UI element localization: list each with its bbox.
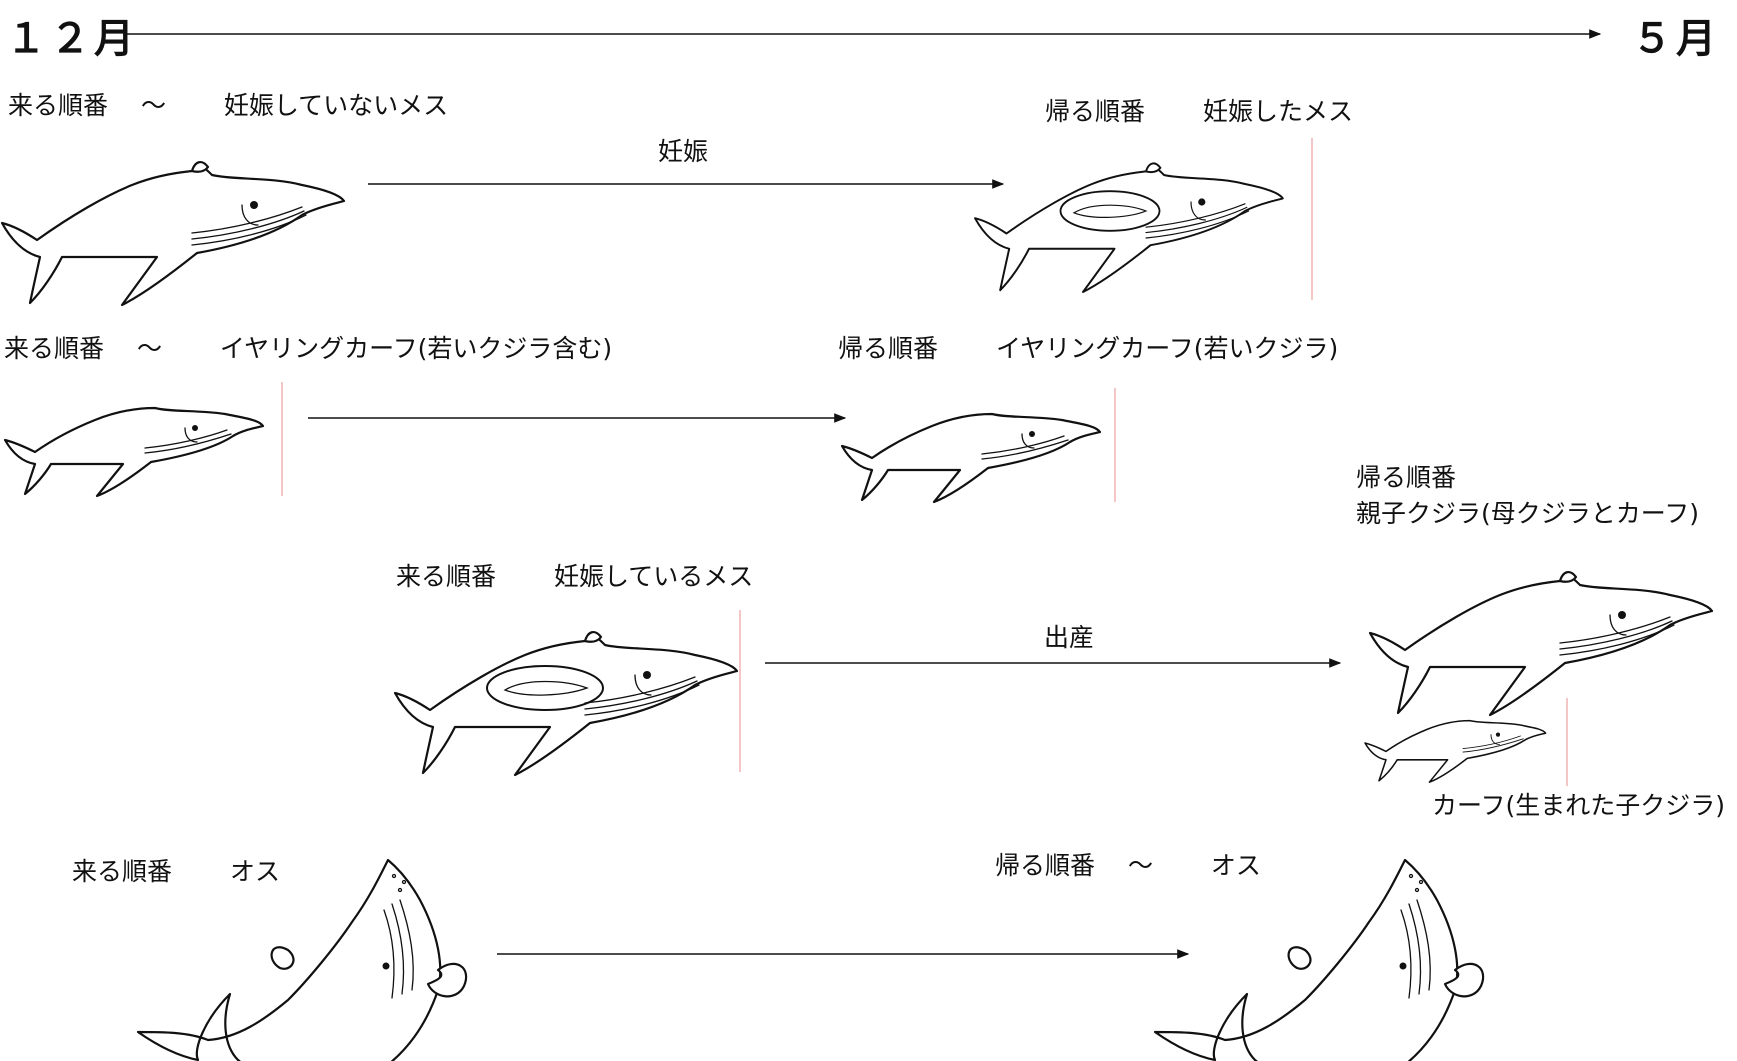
pregnant-female-whale-leaving xyxy=(974,162,1284,293)
timeline-end-label: ５月 xyxy=(1632,16,1720,62)
calf-whale xyxy=(1364,719,1547,783)
calf-label: カーフ(生まれた子クジラ) xyxy=(1432,791,1726,820)
male-whale-leaving xyxy=(1153,858,1485,1061)
yearling-whale-arriving xyxy=(3,406,265,498)
nonpregnant-female-arrive-label: 来る順番 ～ 妊娠していないメス xyxy=(8,91,449,120)
male-arrive-label: 来る順番 オス xyxy=(72,857,280,886)
timeline-start-label: １２月 xyxy=(6,16,138,62)
nonpregnant-female-whale xyxy=(0,160,346,307)
yearling-whale-leaving xyxy=(840,412,1102,504)
pregnant-arrive-label: 来る順番 妊娠しているメス xyxy=(396,562,754,591)
pregnancy-event-label: 妊娠 xyxy=(658,137,709,166)
yearling-leave-label: 帰る順番 イヤリングカーフ(若いクジラ) xyxy=(838,334,1339,363)
mother-whale xyxy=(1368,570,1714,717)
birth-event-label: 出産 xyxy=(1044,623,1095,652)
mother-calf-leave-label-line1: 帰る順番 xyxy=(1356,463,1457,492)
male-leave-label: 帰る順番 ～ オス xyxy=(995,851,1261,880)
pregnant-female-whale-arriving xyxy=(393,630,739,777)
male-whale-arriving xyxy=(136,858,468,1061)
pregnant-female-leave-label: 帰る順番 妊娠したメス xyxy=(1045,97,1353,126)
mother-calf-leave-label-line2: 親子クジラ(母クジラとカーフ) xyxy=(1356,499,1700,528)
yearling-arrive-label: 来る順番 ～ イヤリングカーフ(若いクジラ含む) xyxy=(4,334,613,363)
